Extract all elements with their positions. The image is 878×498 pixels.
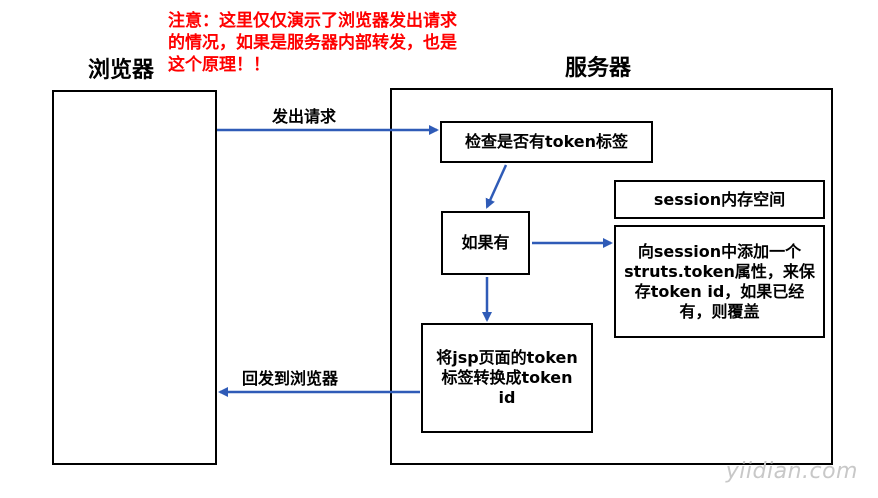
arrow-check-to-if [485, 164, 508, 209]
send-back-label: 回发到浏览器 [242, 369, 339, 388]
session-body-text: 向session中添加一个struts.token属性，来保存token id，… [624, 241, 815, 321]
if-has-text: 如果有 [461, 233, 510, 252]
check-token-text: 检查是否有token标签 [464, 132, 629, 151]
server-title: 服务器 [565, 56, 632, 81]
send-request-label: 发出请求 [272, 107, 337, 126]
session-title-box: session内存空间 [614, 180, 825, 219]
session-body-box: 向session中添加一个struts.token属性，来保存token id，… [614, 225, 825, 338]
browser-title: 浏览器 [88, 58, 155, 83]
warning-note: 注意：这里仅仅演示了浏览器发出请求的情况，如果是服务器内部转发，也是这个原理！！ [168, 11, 457, 75]
convert-token-box: 将jsp页面的token标签转换成token id [421, 323, 593, 433]
session-title-text: session内存空间 [653, 189, 786, 209]
convert-token-text: 将jsp页面的token标签转换成token id [436, 348, 578, 407]
watermark: yiidian.com [725, 459, 858, 484]
browser-box [52, 90, 217, 465]
if-has-box: 如果有 [441, 211, 530, 275]
check-token-box: 检查是否有token标签 [440, 121, 653, 163]
